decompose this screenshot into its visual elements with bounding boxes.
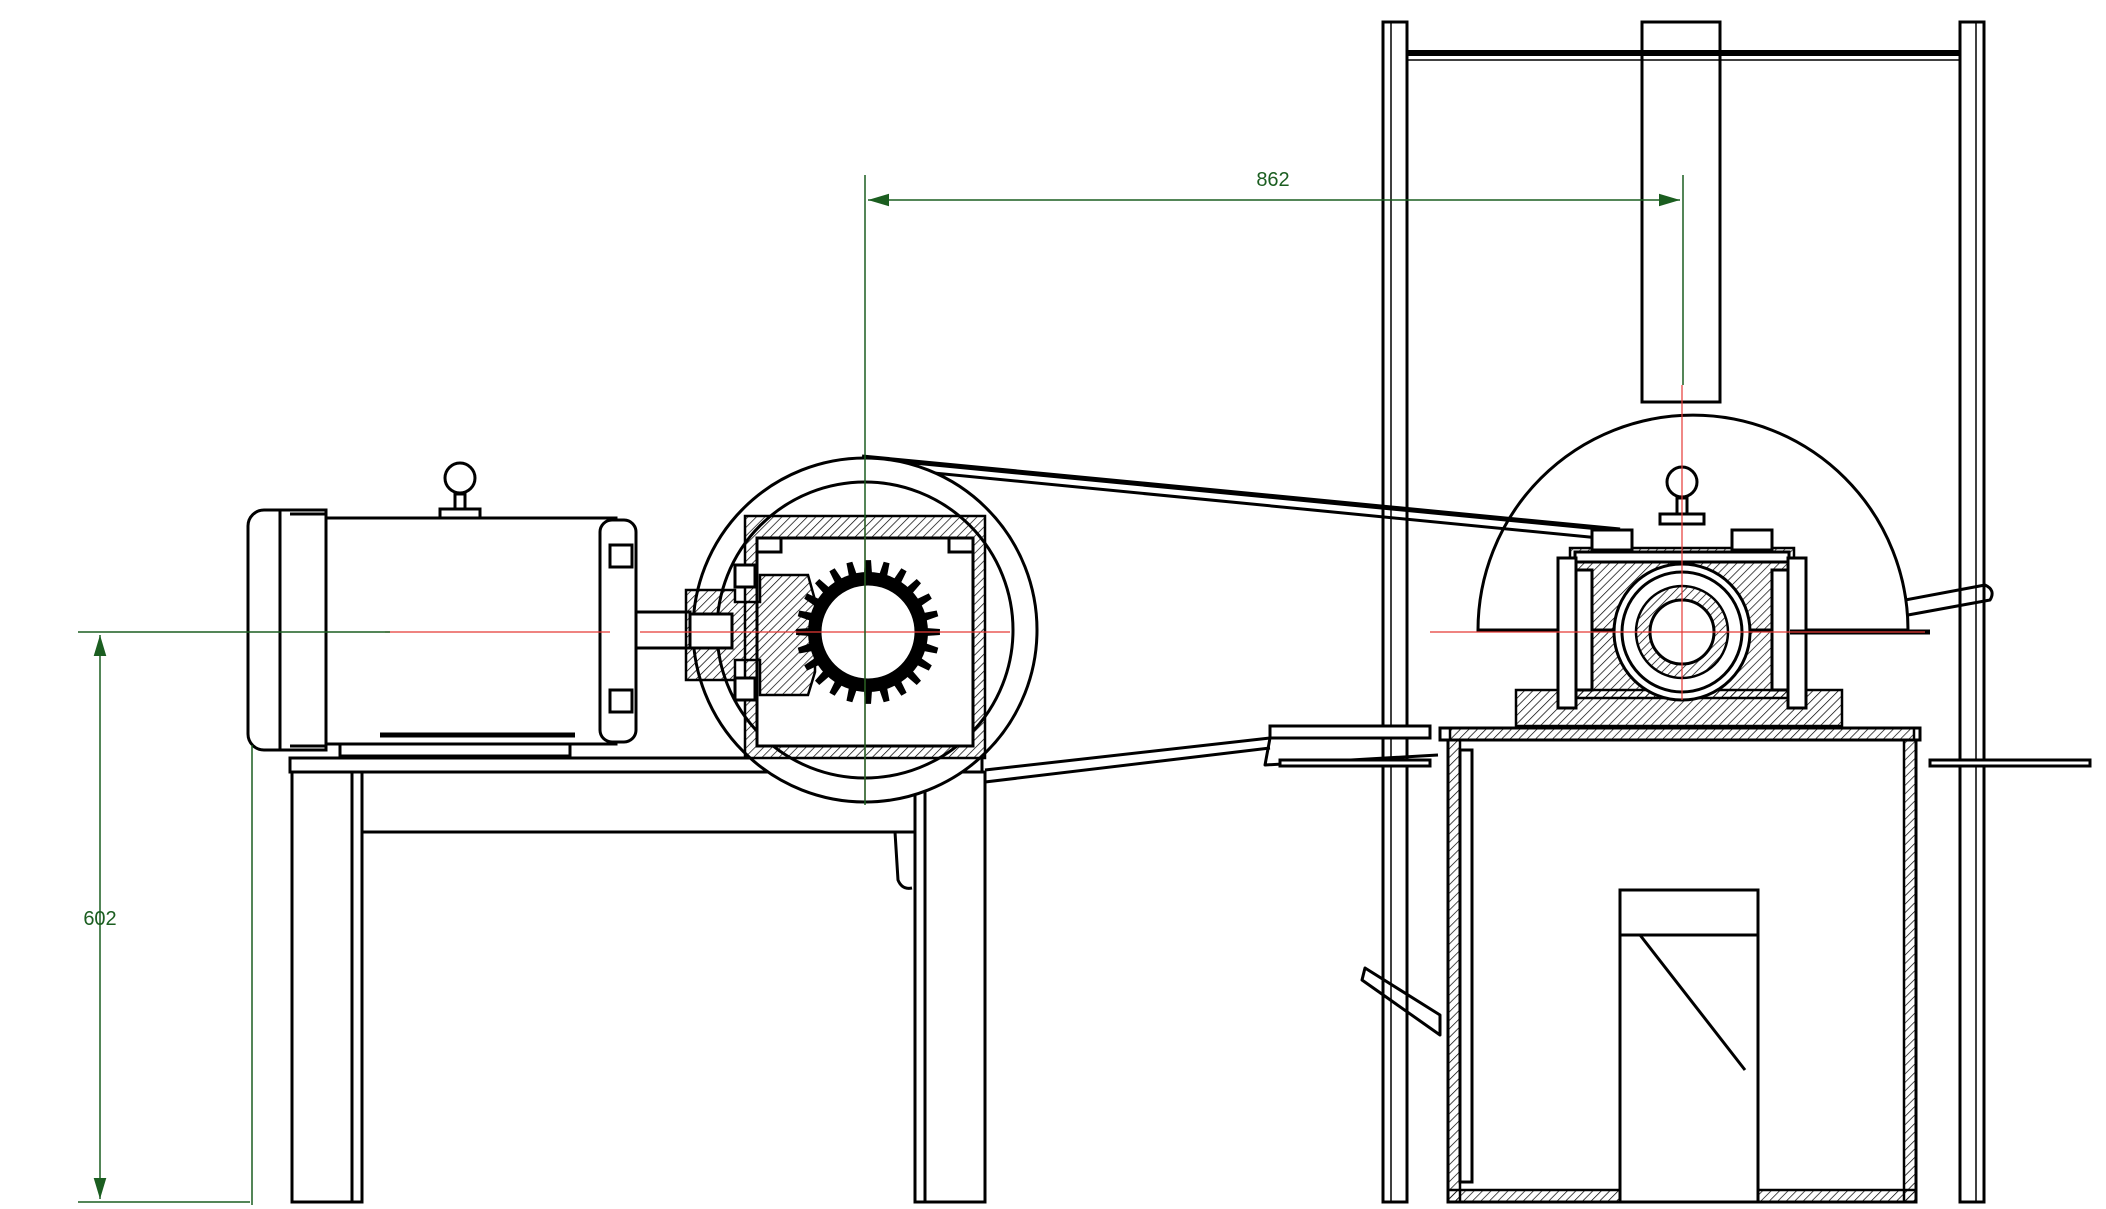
gear-tooth xyxy=(797,643,814,654)
gear-tooth xyxy=(879,561,890,578)
gear-tooth xyxy=(893,680,907,696)
gear-tooth xyxy=(922,610,939,621)
feed-platform xyxy=(1263,724,2092,768)
dimension-label-862: 862 xyxy=(1256,169,1289,191)
gear-tooth xyxy=(829,568,843,584)
gear-tooth xyxy=(846,686,857,703)
gear-tooth xyxy=(829,680,843,696)
workbench-table xyxy=(288,756,987,1204)
gear-tooth xyxy=(893,568,907,584)
base-housing xyxy=(1360,726,1922,1204)
gear-tooth xyxy=(906,670,922,686)
gear-tooth xyxy=(804,657,820,671)
gear-tooth xyxy=(922,643,939,654)
drive-belt xyxy=(861,454,1621,784)
gear-tooth xyxy=(863,689,873,704)
dimension-center-distance: 862 xyxy=(864,169,1684,805)
gear-tooth xyxy=(797,610,814,621)
dimension-shaft-height: 602 xyxy=(78,631,390,1205)
gear-tooth xyxy=(906,578,922,594)
gear-tooth xyxy=(804,593,820,607)
gear-teeth xyxy=(796,560,940,704)
gear-tooth xyxy=(916,657,932,671)
drive-pulley xyxy=(684,456,1039,804)
gear-tooth xyxy=(814,670,830,686)
support-frame xyxy=(1381,20,1986,1204)
gear-tooth xyxy=(814,578,830,594)
gear-tooth xyxy=(846,561,857,578)
gear-tooth xyxy=(863,560,873,575)
dimension-label-602: 602 xyxy=(83,908,116,930)
gear-tooth xyxy=(879,686,890,703)
electric-motor xyxy=(246,461,692,758)
bevel-gear xyxy=(796,560,940,704)
gear-tooth xyxy=(916,593,932,607)
